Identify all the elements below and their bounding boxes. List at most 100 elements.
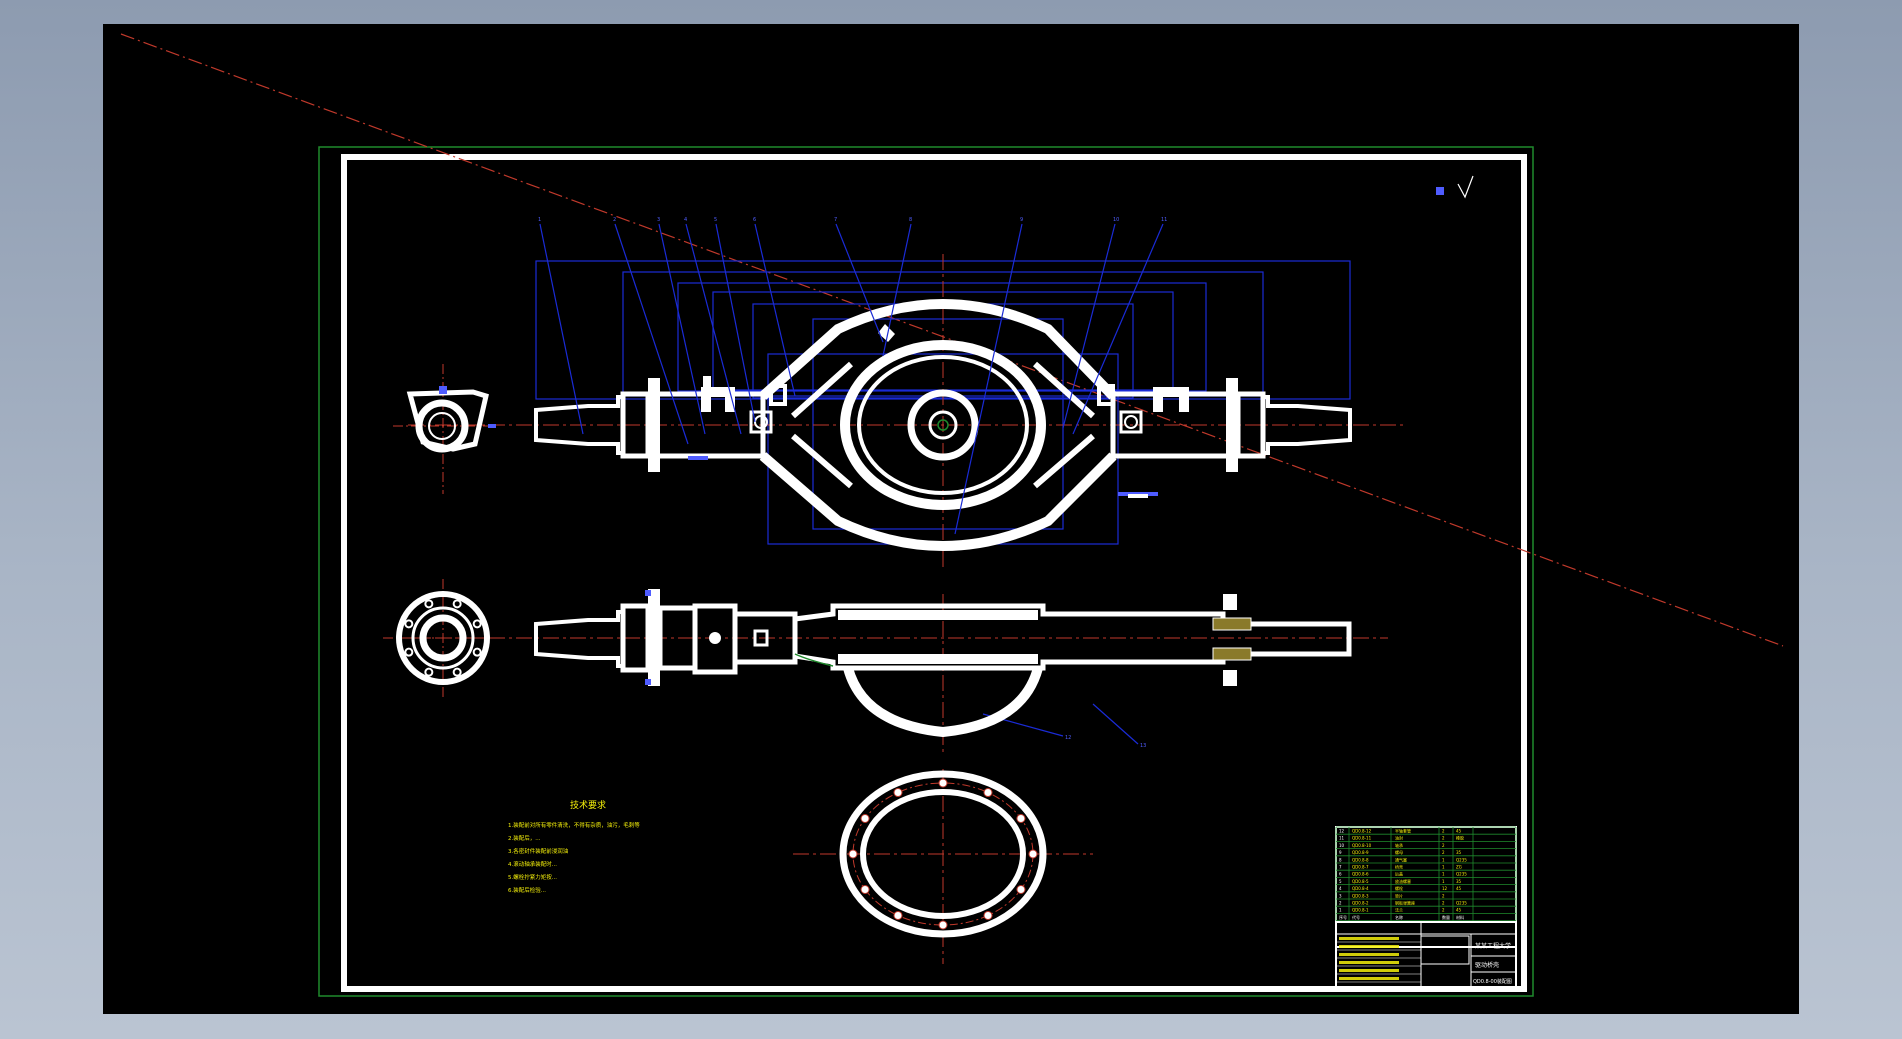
parts-cell: 45 [1456,908,1462,913]
balloon-number: 7 [834,217,837,223]
bolt-hole [472,647,482,657]
parts-cell: 钢板弹簧座 [1395,900,1415,906]
parts-cell: 2 [1442,843,1445,848]
parts-cell: 轴承 [1395,842,1403,848]
title-drawing-no: QD0.8-00装配图 [1473,978,1512,985]
bolt-hole [404,647,414,657]
parts-cell: QD0.8-3 [1352,893,1369,898]
cover-view [793,769,1093,964]
parts-cell: 2 [1442,829,1445,834]
parts-cell: QD0.8-9 [1352,850,1369,855]
parts-cell: 2 [1442,836,1445,841]
parts-cell: 放油螺塞 [1395,878,1411,884]
leader-line [1092,703,1139,745]
parts-cell: 垫片 [1395,892,1403,898]
bolt-hole [452,599,462,609]
parts-cell: 螺栓 [1395,885,1403,891]
bolt-hole [860,814,870,823]
parts-cell: 油封 [1395,835,1403,841]
top-view [408,254,1406,569]
balloon-number: 4 [684,217,687,223]
parts-cell: QD0.8-12 [1352,829,1372,834]
bolt-hole [472,619,482,629]
title-drawing-name: 驱动桥壳 [1475,961,1499,969]
parts-cell: 4 [1339,886,1342,891]
balloon-number: 5 [714,217,717,223]
parts-cell: 8 [1339,857,1342,862]
parts-cell: 45 [1456,886,1462,891]
tech-note: 2.装配后，... [508,834,541,842]
title-block: 某某工程大学 驱动桥壳 QD0.8-00装配图 [1335,921,1517,988]
parts-cell: 35 [1456,850,1462,855]
parts-cell: QD0.8-5 [1352,879,1369,884]
tech-note: 4.滚动轴承装配时... [508,860,557,868]
parts-cell: 3 [1339,893,1342,898]
bolt-hole [1016,885,1026,894]
leader-line [614,223,689,445]
sheet-outer-border [318,146,1534,997]
balloon-number: 13 [1140,743,1146,749]
parts-cell: 45 [1456,829,1462,834]
balloon-number: 1 [538,217,541,223]
bolt-hole [848,849,858,859]
bolt-hole [404,619,414,629]
parts-cell: 螺母 [1395,849,1403,855]
parts-cell: QD0.8-6 [1352,872,1369,877]
technical-requirements: 技术要求 1.装配前对所有零件清洗，不得有杂质，油污，毛刺等2.装配后，...3… [508,799,640,894]
leader-line [954,223,1023,535]
bolt-hole [424,599,434,609]
bolt-hole [983,788,993,798]
bolt-hole [938,778,948,788]
parts-cell: QD0.8-10 [1352,843,1372,848]
front-view [408,589,1388,754]
tech-note: 6.装配后检验... [508,886,546,894]
parts-cell: QD0.8-1 [1352,908,1369,913]
parts-cell: 通气塞 [1395,856,1407,862]
bolt-hole [983,910,993,920]
parts-cell: 1 [1442,879,1445,884]
leader-line [1062,223,1116,429]
parts-cell: QD0.8-11 [1352,836,1372,841]
parts-cell: 半轴套管 [1395,828,1411,834]
balloon-number: 3 [657,217,660,223]
title-school: 某某工程大学 [1475,942,1511,950]
bolt-hole [424,667,434,677]
parts-cell: 2 [1442,850,1445,855]
parts-cell: 11 [1339,836,1345,841]
leader-line [882,223,912,357]
balloon-number: 6 [753,217,756,223]
balloon-number: 11 [1161,217,1167,223]
tech-title: 技术要求 [570,799,606,811]
leader-line [754,223,796,397]
bolt-hole [1016,814,1026,823]
parts-cell: ZG [1456,865,1462,870]
leader-line [685,223,742,435]
parts-cell: 12 [1339,829,1345,834]
parts-cell: 35 [1456,879,1462,884]
balloon-number: 12 [1065,735,1071,741]
balloon-number: 9 [1020,217,1023,223]
leader-line [715,223,756,423]
parts-cell: 5 [1339,879,1342,884]
parts-header: 数量 [1442,914,1450,920]
parts-cell: 1 [1442,865,1445,870]
parts-cell: QD0.8-8 [1352,857,1369,862]
parts-cell: 2 [1442,908,1445,913]
construction-centerline [120,33,1784,647]
parts-cell: 9 [1339,850,1342,855]
balloon-number: 2 [613,217,616,223]
parts-cell: 1 [1339,908,1342,913]
parts-cell: 后盖 [1395,871,1403,877]
parts-cell: 2 [1442,901,1445,906]
bolt-hole [893,910,903,920]
bolt-hole [1028,849,1038,859]
parts-cell: 10 [1339,843,1345,848]
balloon-number: 10 [1113,217,1119,223]
leader-line [539,223,584,435]
parts-cell: 1 [1442,872,1445,877]
parts-cell: 桥壳 [1395,864,1403,870]
